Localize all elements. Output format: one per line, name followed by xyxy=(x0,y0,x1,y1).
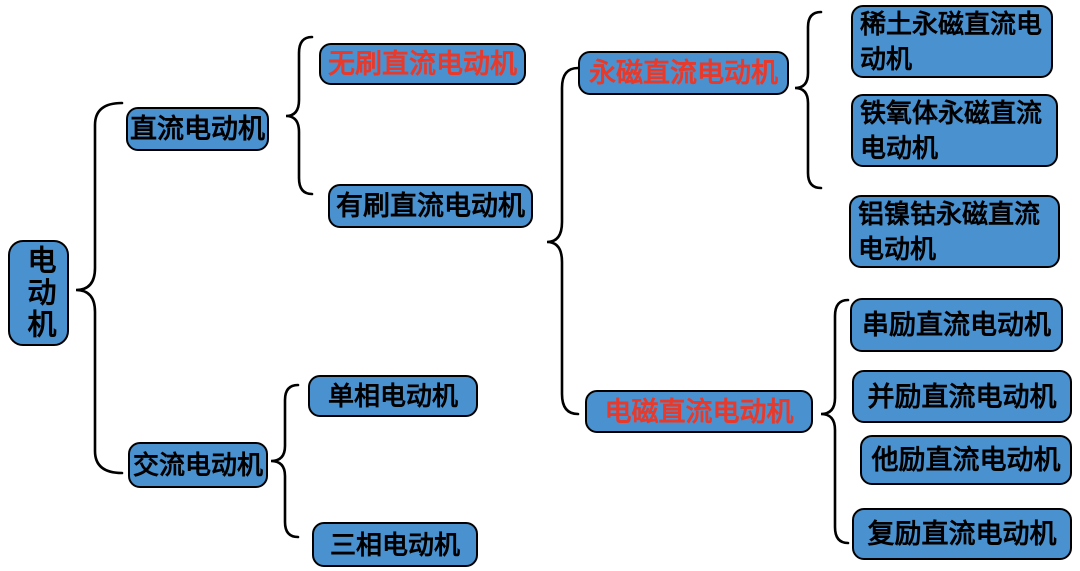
brace-em-children xyxy=(820,298,850,545)
node-permanent-magnet-dc-motor: 永磁直流电动机 xyxy=(578,51,789,95)
node-ferrite-pm-dc-motor: 铁氧体永磁直流电动机 xyxy=(851,94,1058,167)
node-shunt-wound-dc-motor: 并励直流电动机 xyxy=(852,370,1072,423)
node-brushless-dc-motor: 无刷直流电动机 xyxy=(319,43,526,85)
node-three-phase-motor: 三相电动机 xyxy=(312,522,478,567)
node-single-phase-motor: 单相电动机 xyxy=(308,375,478,417)
brace-root-children xyxy=(75,101,124,475)
brace-ac-children xyxy=(270,383,300,539)
node-compound-wound-dc-motor: 复励直流电动机 xyxy=(852,508,1072,560)
brace-pm-children xyxy=(794,10,823,190)
node-ac-motor: 交流电动机 xyxy=(128,442,268,488)
node-rare-earth-pm-dc-motor: 稀土永磁直流电动机 xyxy=(851,5,1053,78)
node-separately-excited-dc-motor: 他励直流电动机 xyxy=(860,435,1072,485)
brace-dc-children xyxy=(285,35,314,196)
node-brushed-dc-motor: 有刷直流电动机 xyxy=(328,184,533,228)
node-label: 电动机 xyxy=(23,245,55,341)
brace-brushed-children xyxy=(546,66,580,416)
node-electric-motor-root: 电动机 xyxy=(8,240,69,346)
node-electromagnetic-dc-motor: 电磁直流电动机 xyxy=(585,390,813,433)
node-alnico-pm-dc-motor: 铝镍钴永磁直流电动机 xyxy=(849,195,1060,268)
node-dc-motor: 直流电动机 xyxy=(126,107,269,151)
node-series-wound-dc-motor: 串励直流电动机 xyxy=(850,298,1063,352)
